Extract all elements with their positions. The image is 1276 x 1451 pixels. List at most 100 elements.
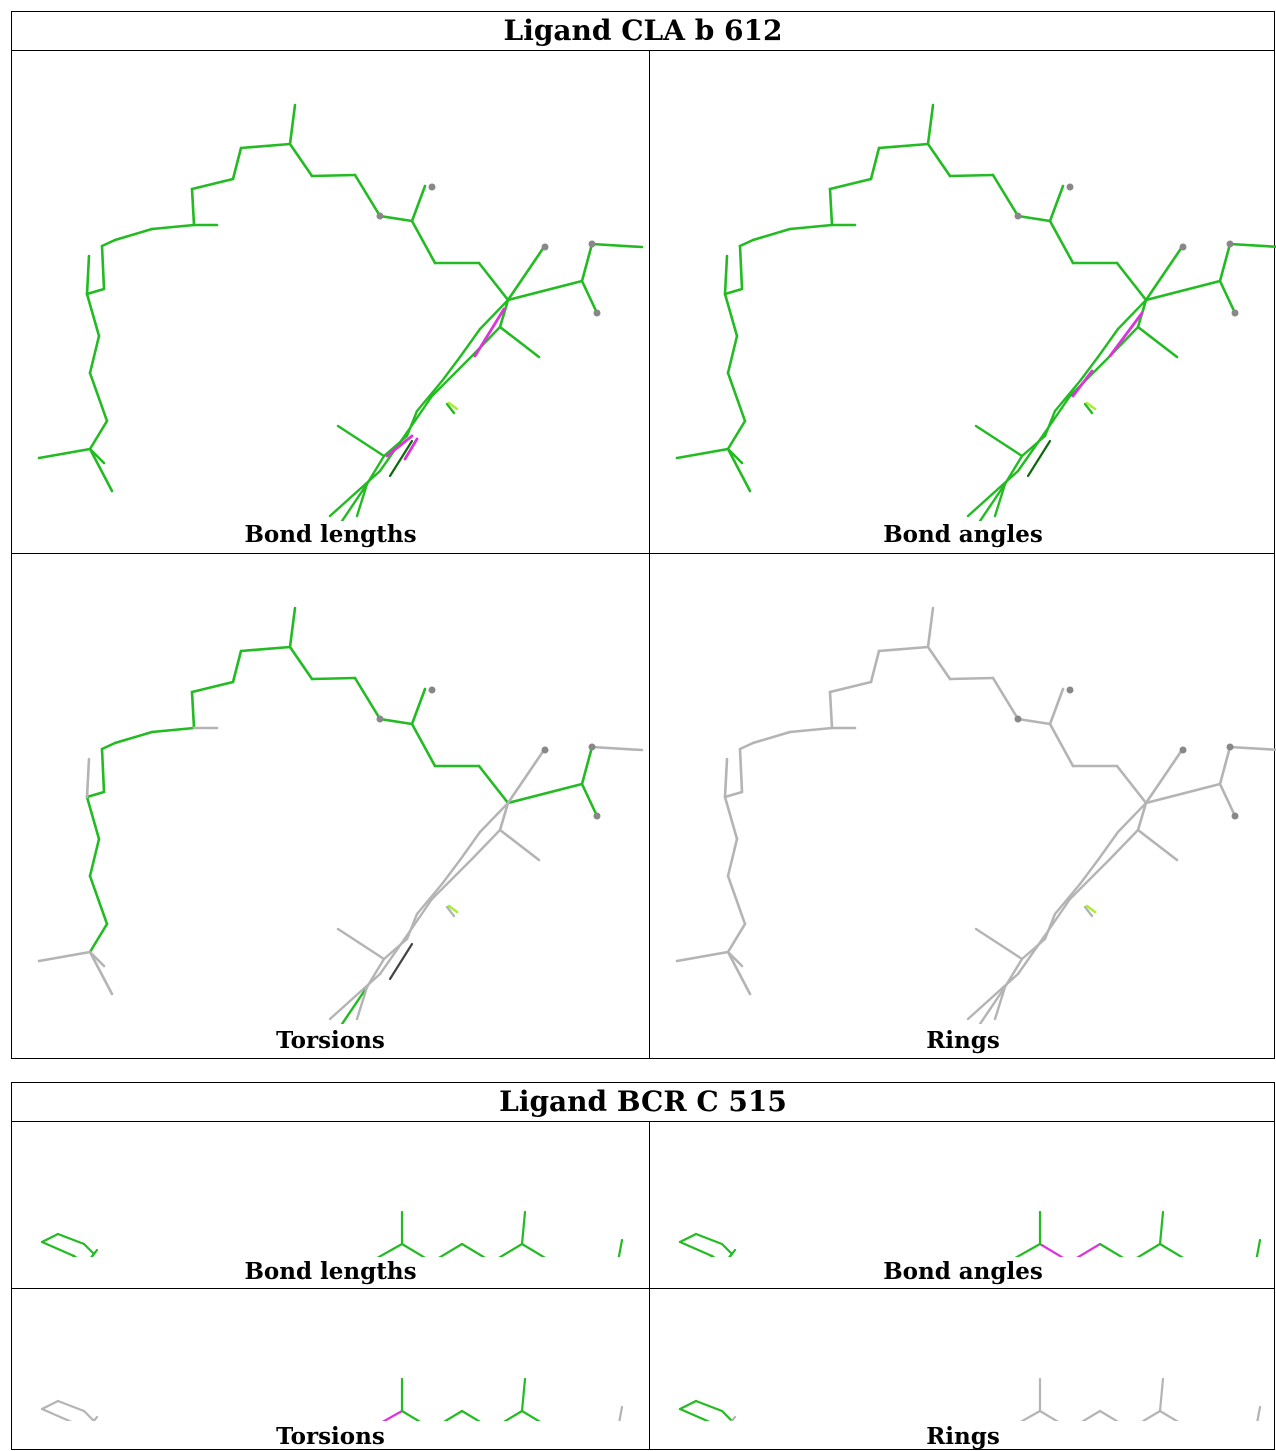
bond (88, 837, 101, 878)
bond (726, 922, 747, 954)
bond (336, 424, 386, 458)
bond (88, 334, 101, 375)
atom-marker (541, 746, 549, 754)
bond (150, 726, 196, 734)
bond (378, 717, 414, 726)
bond (1228, 745, 1276, 752)
bond (580, 242, 594, 283)
bond (72, 1254, 76, 1257)
bond (948, 676, 995, 681)
bond (1116, 801, 1148, 834)
bond (1044, 897, 1072, 936)
bond (1048, 219, 1075, 265)
ligand-table-cla: Ligand CLA b 612 Bond lengths Bond angle… (11, 11, 1276, 1059)
bond (88, 874, 109, 926)
panel-rings: Rings (650, 1289, 1276, 1451)
bond (353, 676, 382, 721)
bond (400, 1242, 426, 1257)
bond (460, 1409, 481, 1421)
bond (1108, 311, 1144, 358)
bcr-structure-torsions (40, 1377, 624, 1421)
bond (310, 173, 357, 178)
bond (974, 424, 1024, 458)
bond (458, 830, 482, 862)
bond (738, 238, 755, 248)
bond (694, 1232, 724, 1246)
bond (378, 214, 414, 223)
bond (694, 1399, 724, 1413)
bond (445, 905, 456, 918)
bond (190, 177, 235, 191)
bond (506, 748, 546, 805)
bond (1053, 379, 1082, 413)
bond (926, 142, 952, 178)
atom-marker (593, 309, 601, 317)
bond (239, 645, 292, 653)
bond (1081, 1409, 1102, 1421)
bond (460, 1242, 486, 1257)
bond (738, 747, 744, 794)
panel-torsions: Torsions (12, 1289, 649, 1451)
bond (675, 950, 730, 963)
bond (498, 325, 541, 359)
bond (751, 227, 792, 242)
cla-structure-torsions (37, 606, 644, 1024)
bond (828, 177, 873, 191)
bond (580, 279, 599, 315)
bond (520, 1242, 546, 1257)
bond (1136, 325, 1179, 359)
panel-bond-lengths: Bond lengths (12, 51, 649, 553)
bond (1096, 327, 1120, 359)
bond (40, 1407, 73, 1421)
bond (85, 254, 91, 296)
bond (353, 173, 382, 218)
panel-rings: Rings (650, 554, 1276, 1059)
bond (1038, 1242, 1064, 1257)
bond (828, 187, 834, 227)
bond (100, 238, 117, 248)
panel-torsions: Torsions (12, 554, 649, 1059)
bond (1116, 298, 1148, 331)
bond (88, 419, 109, 451)
bond (190, 187, 196, 227)
bond (1108, 828, 1140, 861)
bond (617, 1238, 624, 1257)
atom-marker (1179, 243, 1187, 251)
bond (506, 782, 584, 805)
bond (1098, 1409, 1119, 1421)
bond (1016, 429, 1048, 473)
bond (978, 985, 1007, 1024)
bond (580, 782, 599, 818)
bond (1048, 687, 1065, 726)
bond (1098, 1242, 1124, 1257)
bond (190, 690, 196, 730)
bond (410, 722, 437, 768)
bond (506, 245, 546, 302)
bond (406, 897, 434, 936)
bond (966, 972, 1020, 1021)
bond (72, 1254, 78, 1257)
atom-marker (1179, 746, 1187, 754)
bond (447, 904, 459, 914)
bond (1218, 745, 1232, 786)
bond (991, 676, 1020, 721)
panel-bond-lengths: Bond lengths (12, 1122, 649, 1288)
bond (37, 950, 92, 963)
bond (355, 985, 369, 1021)
bond (82, 1409, 96, 1421)
bond (1016, 214, 1052, 223)
bond (85, 287, 106, 296)
bond (678, 1232, 698, 1244)
bcr-structure-rings (678, 1377, 1262, 1421)
bond (37, 447, 92, 460)
bond (1038, 1409, 1059, 1421)
bond (445, 402, 456, 415)
bond (498, 298, 510, 329)
bond (310, 676, 357, 681)
bond (40, 1232, 60, 1244)
bcr-structure-bond-angles (678, 1210, 1262, 1257)
bond (1048, 722, 1075, 768)
bond (340, 482, 369, 521)
bond (113, 730, 154, 745)
bond (376, 1242, 404, 1257)
